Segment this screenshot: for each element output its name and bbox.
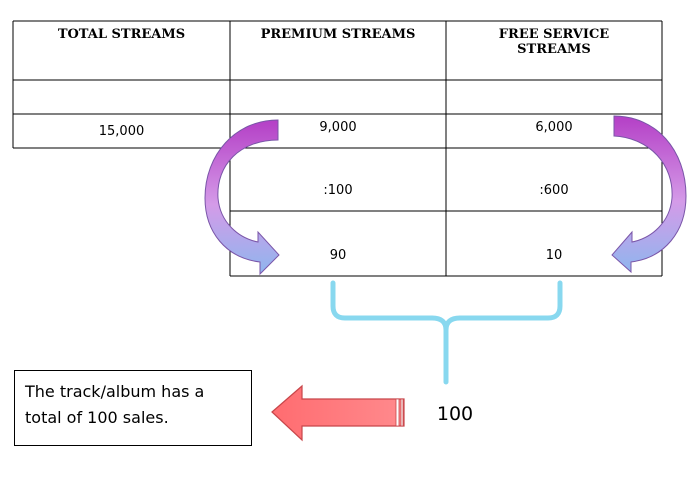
sales-note: The track/album has a total of 100 sales… <box>14 370 252 446</box>
left-arrow-icon <box>271 384 405 442</box>
premium-streams-value: 9,000 <box>319 119 357 135</box>
premium-result: 90 <box>329 247 347 263</box>
free-divisor: :600 <box>539 182 569 198</box>
premium-divisor: :100 <box>323 182 353 198</box>
curved-arrow-left-icon <box>204 119 280 276</box>
header-total-streams: TOTAL STREAMS <box>57 27 186 42</box>
free-streams-value: 6,000 <box>535 119 573 135</box>
sum-value: 100 <box>436 403 474 425</box>
header-free-service-streams: FREE SERVICE STREAMS <box>498 27 610 57</box>
curved-arrow-right-icon <box>611 115 687 274</box>
total-streams-value: 15,000 <box>98 123 145 139</box>
brace-icon <box>330 280 563 385</box>
free-result: 10 <box>545 247 563 263</box>
header-premium-streams: PREMIUM STREAMS <box>260 27 416 42</box>
